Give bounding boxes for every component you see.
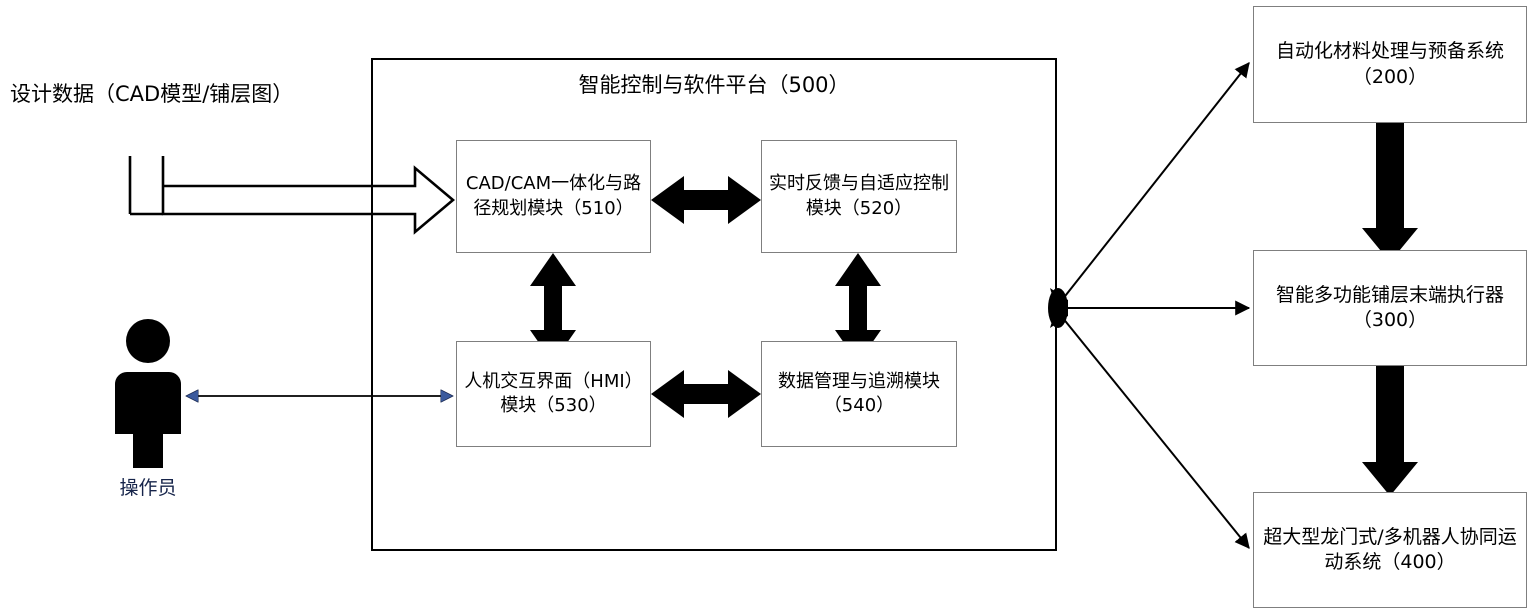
stage-box-200[interactable]: 自动化材料处理与预备系统（200） — [1253, 6, 1527, 123]
junction-to-stage-400-arrow — [1061, 316, 1250, 549]
operator-figure — [105, 318, 191, 468]
design-data-label: 设计数据（CAD模型/铺层图） — [10, 82, 294, 106]
module-box-510[interactable]: CAD/CAM一体化与路径规划模块（510） — [456, 140, 651, 253]
arrow-520-540 — [835, 253, 881, 363]
module-box-530[interactable]: 人机交互界面（HMI）模块（530） — [456, 341, 651, 447]
design-data-block-arrow-upper — [161, 156, 456, 235]
person-icon — [115, 319, 181, 468]
platform-title: 智能控制与软件平台（500） — [578, 73, 850, 97]
operator-caption: 操作员 — [119, 477, 177, 499]
arrow-stage-300-to-400 — [1362, 366, 1418, 496]
arrow-stage-200-to-300 — [1362, 123, 1418, 262]
junction-to-stage-200-arrow — [1061, 62, 1250, 301]
arrow-510-530 — [530, 253, 576, 363]
arrow-530-540 — [651, 370, 761, 418]
stage-box-400[interactable]: 超大型龙门式/多机器人协同运动系统（400） — [1253, 492, 1527, 608]
module-box-520[interactable]: 实时反馈与自适应控制模块（520） — [761, 140, 957, 253]
arrow-510-520 — [651, 176, 761, 224]
module-box-540[interactable]: 数据管理与追溯模块（540） — [761, 341, 957, 447]
platform-frame — [371, 58, 1057, 551]
design-data-block-arrow-lower — [128, 156, 163, 216]
stage-box-300[interactable]: 智能多功能铺层末端执行器（300） — [1253, 250, 1527, 366]
